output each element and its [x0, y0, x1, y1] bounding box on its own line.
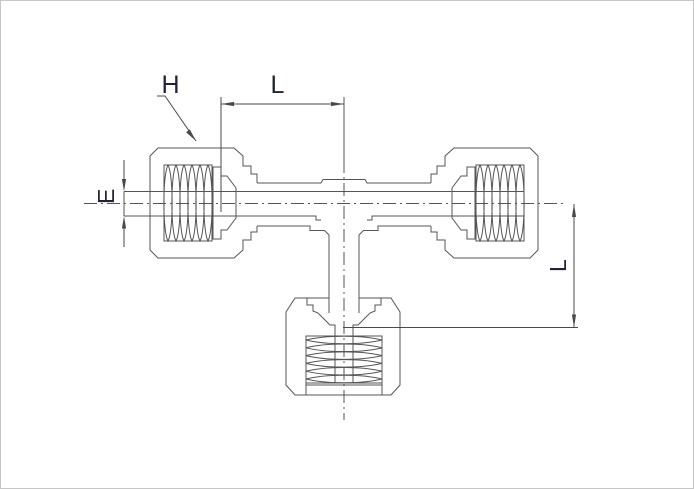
dimension-l-right: L [343, 204, 578, 328]
right-nut-silhouette [430, 147, 539, 259]
dimension-l-right-label: L [545, 259, 571, 272]
dimension-e: E [93, 160, 127, 247]
left-nut-threads [163, 163, 213, 243]
bottom-ferrule-right [352, 298, 382, 383]
dimension-h: H [157, 71, 197, 142]
dimension-h-arrowhead [186, 129, 196, 141]
right-nut [430, 147, 539, 259]
dimension-l-top: L [220, 71, 344, 212]
bottom-nut-silhouette [285, 297, 401, 396]
dimension-h-label: H [161, 71, 179, 99]
right-ferrule [451, 166, 476, 240]
bottom-nut-counterbore [305, 383, 383, 395]
tube-and-bore-lines [123, 191, 524, 221]
tee-body [257, 179, 431, 313]
bore-line-bottom-left [124, 215, 321, 221]
body-top-edge [257, 179, 431, 184]
dimension-l-right-arrow-top [571, 204, 577, 217]
bottom-nut [285, 297, 401, 396]
dimension-l-top-arrow-left [221, 101, 234, 107]
dimension-e-arrow-bottom [121, 216, 127, 229]
dimension-e-label: E [93, 189, 119, 204]
body-bottom-left-and-branch-left-wall [257, 225, 330, 313]
bottom-ferrule-left [306, 298, 336, 383]
body-bottom-right-and-branch-right-wall [358, 225, 431, 313]
dimension-h-leader-line [157, 95, 197, 142]
dimension-l-top-arrow-right [331, 101, 344, 107]
left-nut-silhouette [149, 147, 258, 259]
bottom-nut-threads [305, 335, 383, 384]
dimension-e-arrow-top [121, 179, 127, 192]
bore-line-bottom-right [367, 215, 524, 221]
dimension-l-right-arrow-bottom [571, 314, 577, 328]
right-nut-threads [475, 163, 525, 243]
dimension-l-top-label: L [271, 71, 285, 99]
